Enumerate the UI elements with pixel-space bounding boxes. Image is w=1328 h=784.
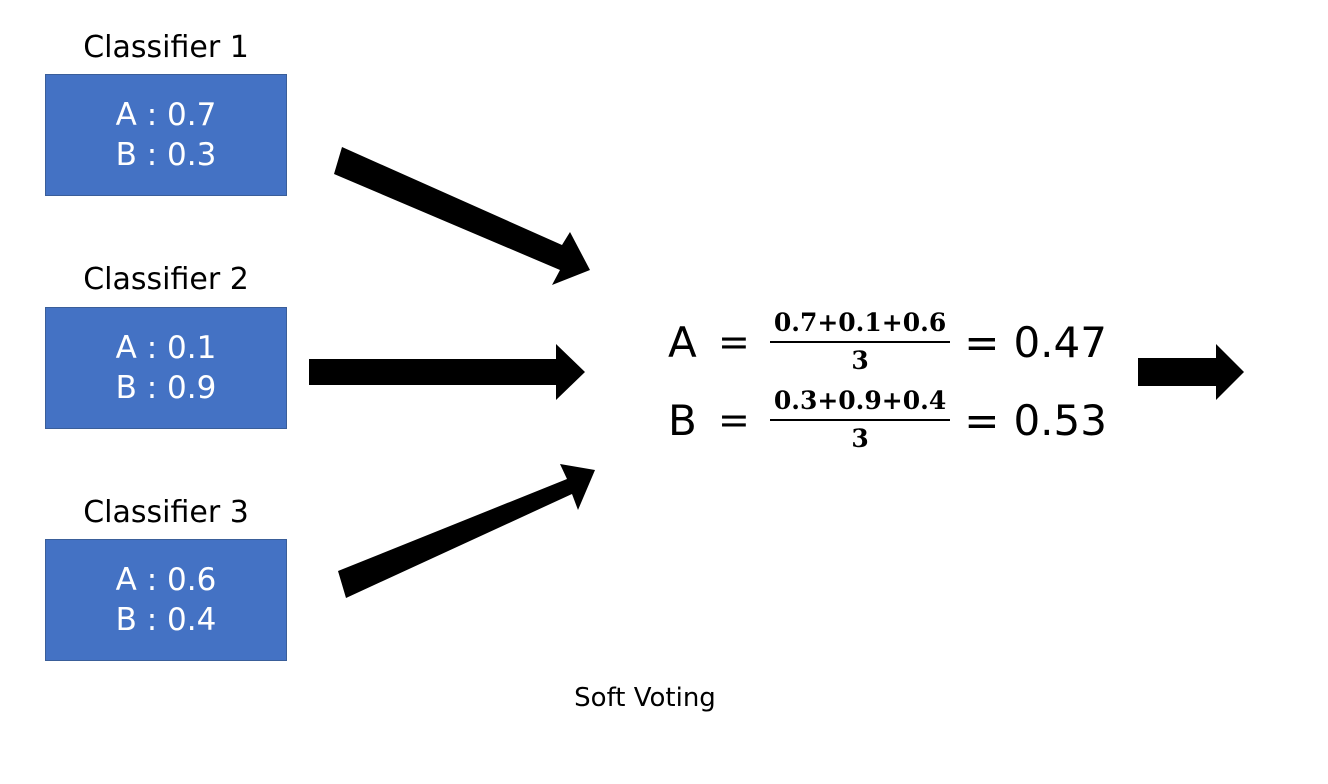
classifier-3-title: Classifier 3 bbox=[83, 495, 249, 530]
equation-b-result: 0.53 bbox=[1013, 395, 1107, 445]
classifier-2-title: Classifier 2 bbox=[83, 262, 249, 297]
equation-a-result: 0.47 bbox=[1013, 317, 1107, 367]
equation-b-numerator: 0.3+0.9+0.4 bbox=[769, 386, 951, 421]
classifier-2-prob-a: A : 0.1 bbox=[115, 330, 217, 366]
classifier-3-prob-a: A : 0.6 bbox=[115, 562, 217, 598]
equation-b-denominator: 3 bbox=[851, 424, 869, 453]
classifier-1-title: Classifier 1 bbox=[83, 30, 249, 65]
classifier-3-box: A : 0.6 B : 0.4 bbox=[45, 539, 287, 661]
classifier-2-box: A : 0.1 B : 0.9 bbox=[45, 307, 287, 429]
equation-b: B = 0.3+0.9+0.4 3 = 0.53 bbox=[668, 380, 1107, 460]
equation-a: A = 0.7+0.1+0.6 3 = 0.47 bbox=[668, 302, 1107, 382]
equation-b-equals-2: = bbox=[964, 395, 1000, 445]
classifier-2-prob-b: B : 0.9 bbox=[115, 370, 217, 406]
equation-a-fraction: 0.7+0.1+0.6 3 bbox=[769, 308, 951, 376]
equation-a-denominator: 3 bbox=[851, 346, 869, 375]
classifier-3-prob-b: B : 0.4 bbox=[115, 602, 217, 638]
equation-a-numerator: 0.7+0.1+0.6 bbox=[769, 308, 951, 343]
equation-a-equals-2: = bbox=[964, 317, 1000, 367]
classifier-1-prob-a: A : 0.7 bbox=[115, 97, 217, 133]
arrow-classifier-1-to-aggregate bbox=[334, 147, 590, 285]
classifier-1-box: A : 0.7 B : 0.3 bbox=[45, 74, 287, 196]
arrow-classifier-2-to-aggregate bbox=[309, 344, 585, 400]
equation-b-fraction: 0.3+0.9+0.4 3 bbox=[769, 386, 951, 454]
equation-a-equals: = bbox=[718, 320, 750, 364]
equation-b-equals: = bbox=[718, 398, 750, 442]
equation-a-label: A bbox=[668, 317, 697, 367]
arrow-classifier-3-to-aggregate bbox=[338, 464, 595, 598]
equation-b-label: B bbox=[668, 395, 697, 445]
arrow-output bbox=[1138, 344, 1244, 400]
classifier-1-prob-b: B : 0.3 bbox=[115, 137, 217, 173]
diagram-caption: Soft Voting bbox=[574, 683, 716, 713]
